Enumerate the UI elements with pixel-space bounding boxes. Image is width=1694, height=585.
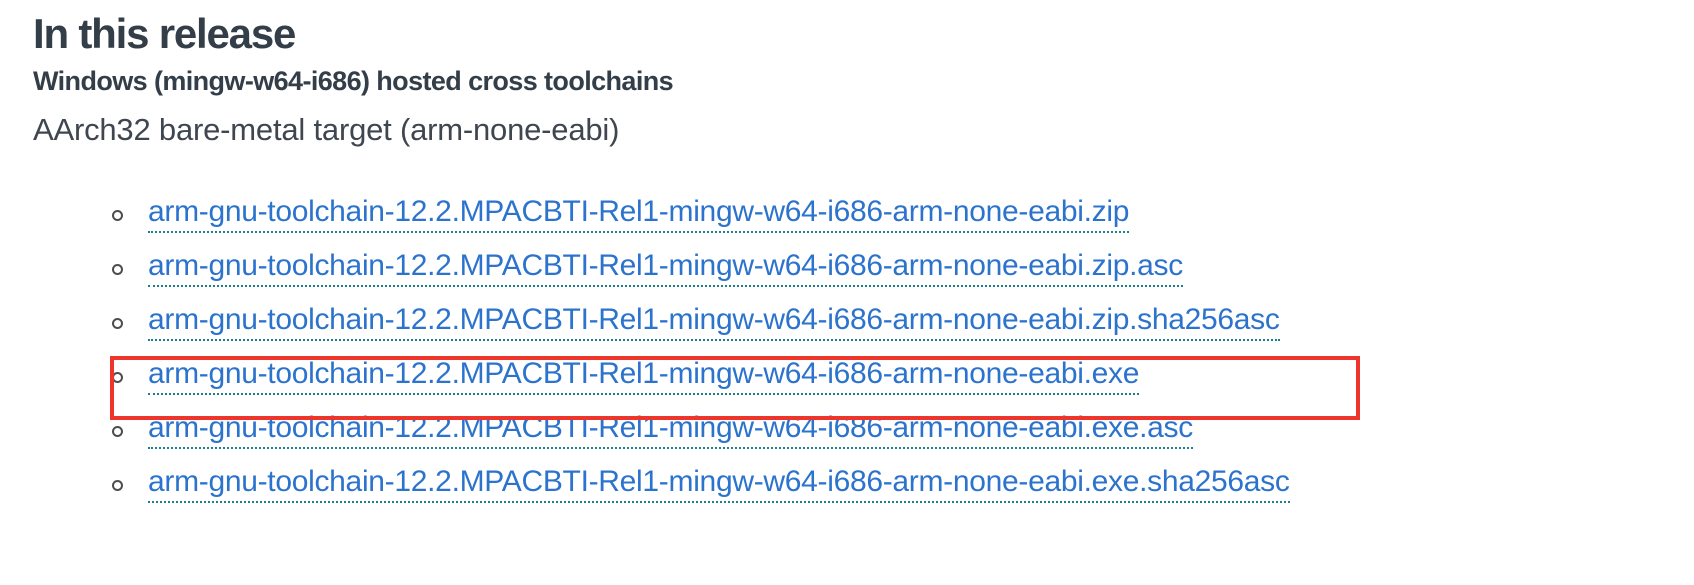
section-heading: AArch32 bare-metal target (arm-none-eabi… [33,111,620,147]
circle-bullet-icon [112,425,123,437]
circle-bullet-icon [112,479,123,491]
download-link-zip[interactable]: arm-gnu-toolchain-12.2.MPACBTI-Rel1-ming… [148,197,1129,233]
download-link-exe-sha256asc[interactable]: arm-gnu-toolchain-12.2.MPACBTI-Rel1-ming… [148,467,1290,503]
list-item: arm-gnu-toolchain-12.2.MPACBTI-Rel1-ming… [112,404,1290,458]
download-link-zip-sha256asc[interactable]: arm-gnu-toolchain-12.2.MPACBTI-Rel1-ming… [148,305,1280,341]
list-item: arm-gnu-toolchain-12.2.MPACBTI-Rel1-ming… [112,296,1290,350]
download-link-exe-asc[interactable]: arm-gnu-toolchain-12.2.MPACBTI-Rel1-ming… [148,413,1193,449]
circle-bullet-icon [112,209,123,221]
circle-bullet-icon [112,263,123,275]
download-link-zip-asc[interactable]: arm-gnu-toolchain-12.2.MPACBTI-Rel1-ming… [148,251,1183,287]
download-link-exe[interactable]: arm-gnu-toolchain-12.2.MPACBTI-Rel1-ming… [148,359,1139,395]
list-item-highlighted: arm-gnu-toolchain-12.2.MPACBTI-Rel1-ming… [112,350,1290,404]
list-item: arm-gnu-toolchain-12.2.MPACBTI-Rel1-ming… [112,458,1290,512]
download-list: arm-gnu-toolchain-12.2.MPACBTI-Rel1-ming… [112,188,1290,512]
page-title: In this release [33,10,296,57]
circle-bullet-icon [112,317,123,329]
release-section: In this release Windows (mingw-w64-i686)… [33,10,674,149]
list-item: arm-gnu-toolchain-12.2.MPACBTI-Rel1-ming… [112,188,1290,242]
page-subtitle: Windows (mingw-w64-i686) hosted cross to… [33,66,674,97]
list-item: arm-gnu-toolchain-12.2.MPACBTI-Rel1-ming… [112,242,1290,296]
circle-bullet-icon [112,371,123,383]
